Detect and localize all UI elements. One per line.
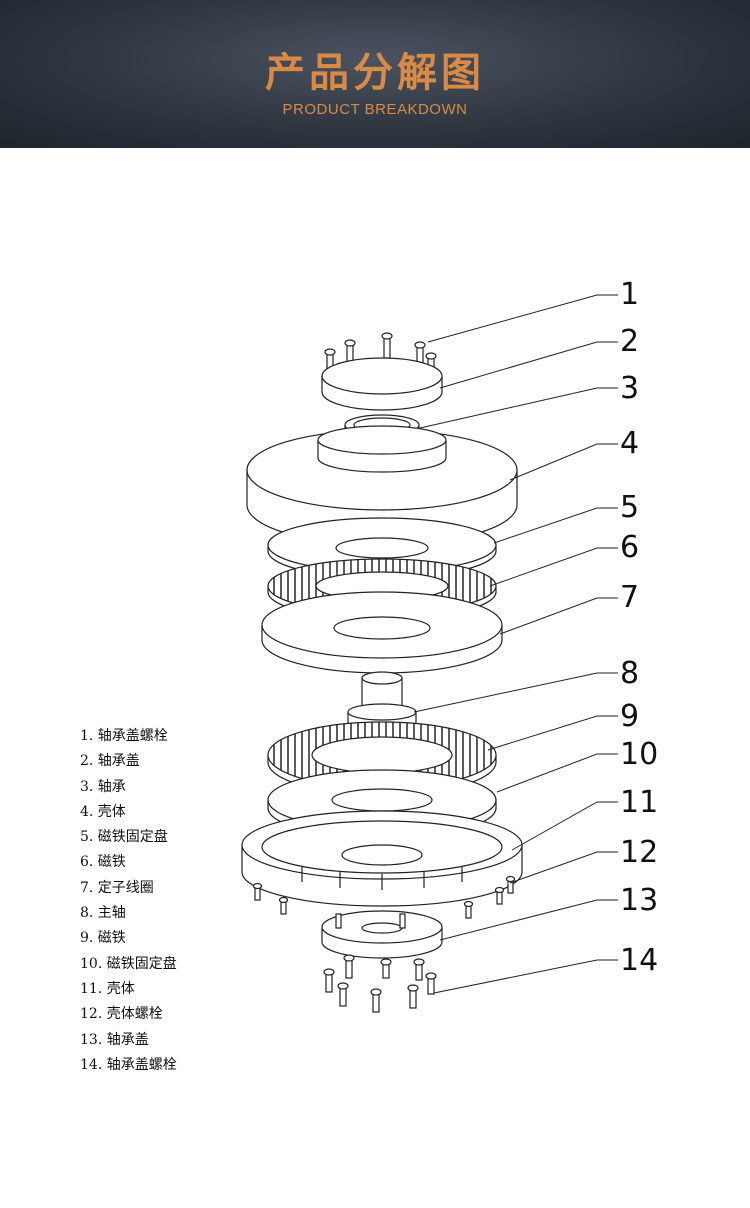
callout-11: 11 — [620, 785, 658, 820]
callout-6: 6 — [620, 530, 639, 565]
legend-item: 9. 磁铁 — [80, 930, 126, 947]
callout-5: 5 — [620, 490, 639, 525]
part-13-bearing-cover — [321, 910, 443, 959]
legend-item: 5. 磁铁固定盘 — [80, 829, 168, 846]
legend-item: 13. 轴承盖 — [80, 1031, 149, 1048]
legend-item: 10. 磁铁固定盘 — [80, 955, 177, 972]
callout-numbers: 1 2 3 4 5 6 7 8 9 10 11 12 13 14 — [620, 277, 658, 978]
part-12-housing-bolts — [252, 875, 516, 919]
callout-2: 2 — [620, 324, 639, 359]
legend-item: 7. 定子线圈 — [80, 879, 154, 896]
legend-item: 14. 轴承盖螺栓 — [80, 1056, 177, 1073]
callout-9: 9 — [620, 699, 639, 734]
legend-item: 6. 磁铁 — [80, 854, 126, 871]
callout-10: 10 — [620, 737, 658, 772]
callout-3: 3 — [620, 371, 639, 406]
callout-8: 8 — [620, 656, 639, 691]
legend-item: 8. 主轴 — [80, 905, 126, 922]
header-banner: 产品分解图 PRODUCT BREAKDOWN — [0, 0, 750, 148]
callout-4: 4 — [620, 426, 639, 461]
callout-14: 14 — [620, 943, 658, 978]
page-subtitle: PRODUCT BREAKDOWN — [282, 101, 468, 118]
callout-1: 1 — [620, 277, 639, 312]
legend-item: 1. 轴承盖螺栓 — [80, 728, 168, 744]
legend-item: 11. 壳体 — [80, 980, 135, 997]
part-7-stator-coil — [261, 591, 503, 674]
page-title: 产品分解图 — [265, 50, 485, 96]
legend-item: 4. 壳体 — [80, 803, 126, 820]
legend-item: 2. 轴承盖 — [80, 753, 140, 770]
parts-legend: 1. 轴承盖螺栓 2. 轴承盖 3. 轴承 4. 壳体 5. 磁铁固定盘 6. … — [80, 724, 280, 1078]
callout-13: 13 — [620, 883, 658, 918]
callout-12: 12 — [620, 835, 658, 870]
legend-item: 3. 轴承 — [80, 778, 126, 795]
leader-lines — [413, 294, 618, 994]
callout-7: 7 — [620, 580, 639, 615]
part-14-bearing-cover-bolts — [323, 954, 437, 1013]
legend-item: 12. 壳体螺栓 — [80, 1006, 163, 1023]
part-11-lower-housing — [241, 810, 523, 907]
part-2-bearing-cover — [321, 357, 443, 411]
